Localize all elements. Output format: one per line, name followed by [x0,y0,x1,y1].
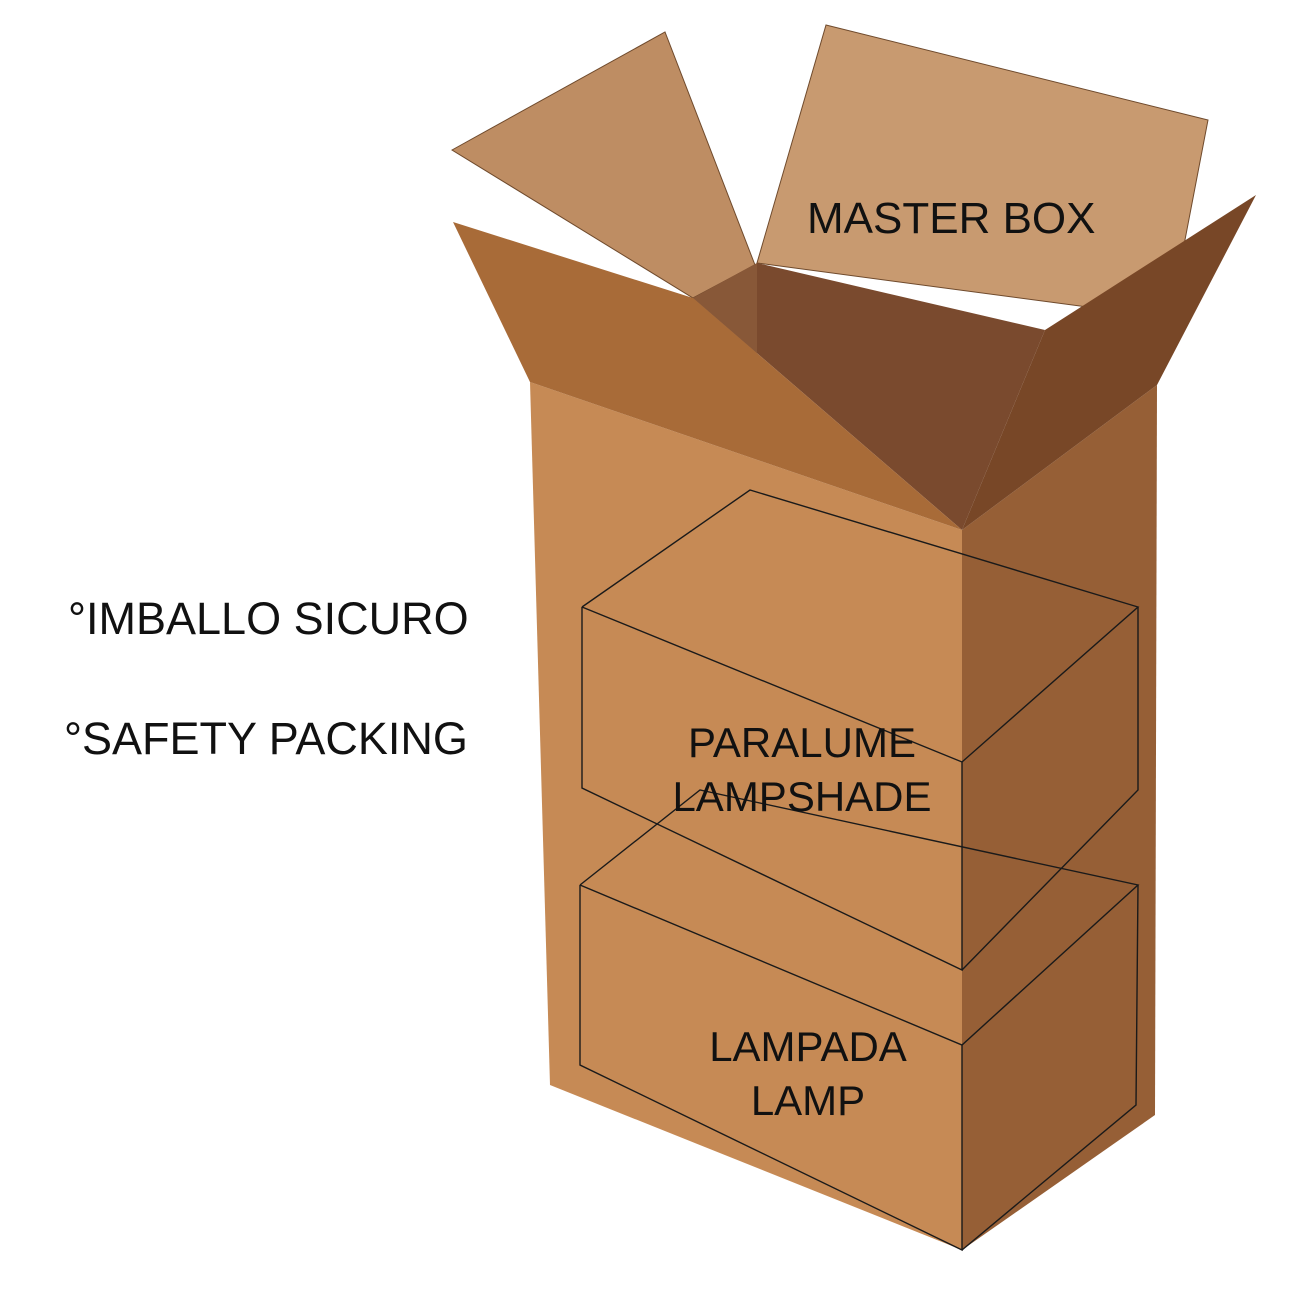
lamp-box-front [579,885,963,1252]
lamp-label-italian: LAMPADA [709,1023,907,1070]
lamp-label-english: LAMP [751,1077,865,1124]
lamp-box-side [961,884,1139,1251]
box-side-face [962,385,1157,1250]
lampshade-label-italian: PARALUME [688,719,916,766]
lampshade-box-side [961,607,1139,971]
box-right-flap [962,195,1256,530]
safety-note-english: °SAFETY PACKING [64,713,468,764]
lampshade-box-front [581,607,963,972]
safety-note-italian: °IMBALLO SICURO [68,593,469,644]
lampshade-box-outline [581,489,1140,972]
lampshade-label-english: LAMPSHADE [672,773,931,820]
box-front-face [530,382,962,1250]
box-interior-back [693,263,1045,530]
master-box-label: MASTER BOX [807,194,1096,243]
box-front-flap [453,222,962,530]
lamp-box-outline [579,789,1140,1252]
